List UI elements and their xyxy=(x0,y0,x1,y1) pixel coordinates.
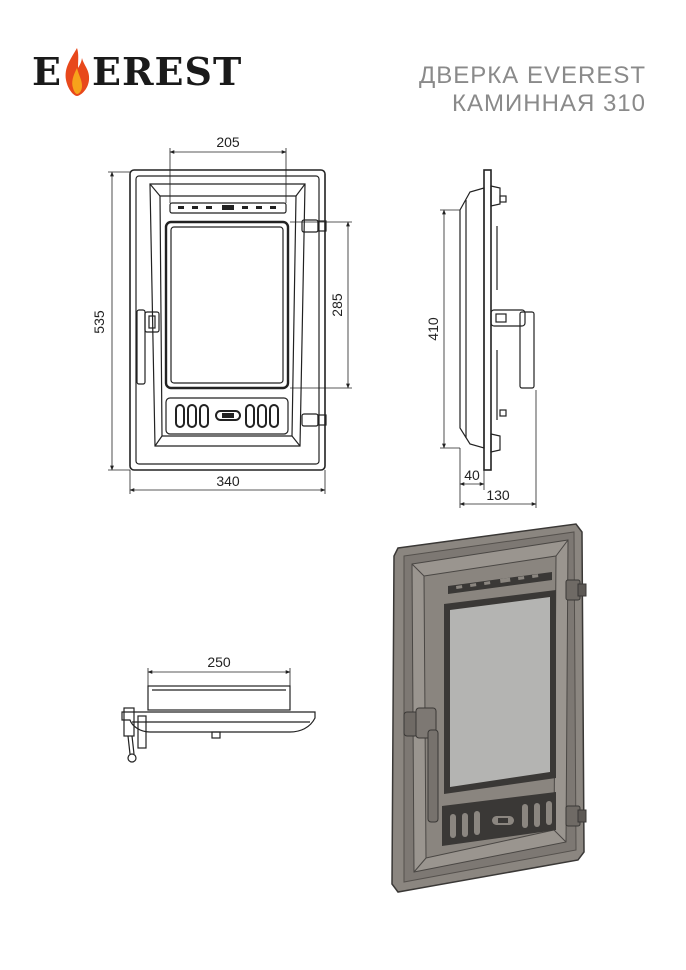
front-view xyxy=(108,148,352,494)
title-line-2: КАМИННАЯ 310 xyxy=(452,90,646,117)
top-view xyxy=(121,668,316,763)
dim-side-height: 410 xyxy=(425,317,441,341)
dim-front-top-width: 205 xyxy=(216,134,240,150)
door-3d-render xyxy=(391,523,587,893)
dim-side-depth-small: 40 xyxy=(464,467,480,483)
title-line-1: ДВЕРКА EVEREST xyxy=(419,62,646,89)
everest-logo: E EREST xyxy=(30,44,241,100)
flame-icon xyxy=(65,48,90,96)
dim-top-width: 250 xyxy=(207,654,231,670)
logo-letter-e: E xyxy=(32,49,62,94)
logo-wordmark: EREST xyxy=(92,49,243,94)
dim-front-glass-height: 285 xyxy=(329,293,345,317)
dim-side-depth-total: 130 xyxy=(486,487,510,503)
side-view xyxy=(440,169,537,508)
dim-front-width: 340 xyxy=(216,473,240,489)
dim-front-height: 535 xyxy=(91,310,107,334)
product-title: ДВЕРКА EVEREST КАМИННАЯ 310 xyxy=(419,62,646,118)
